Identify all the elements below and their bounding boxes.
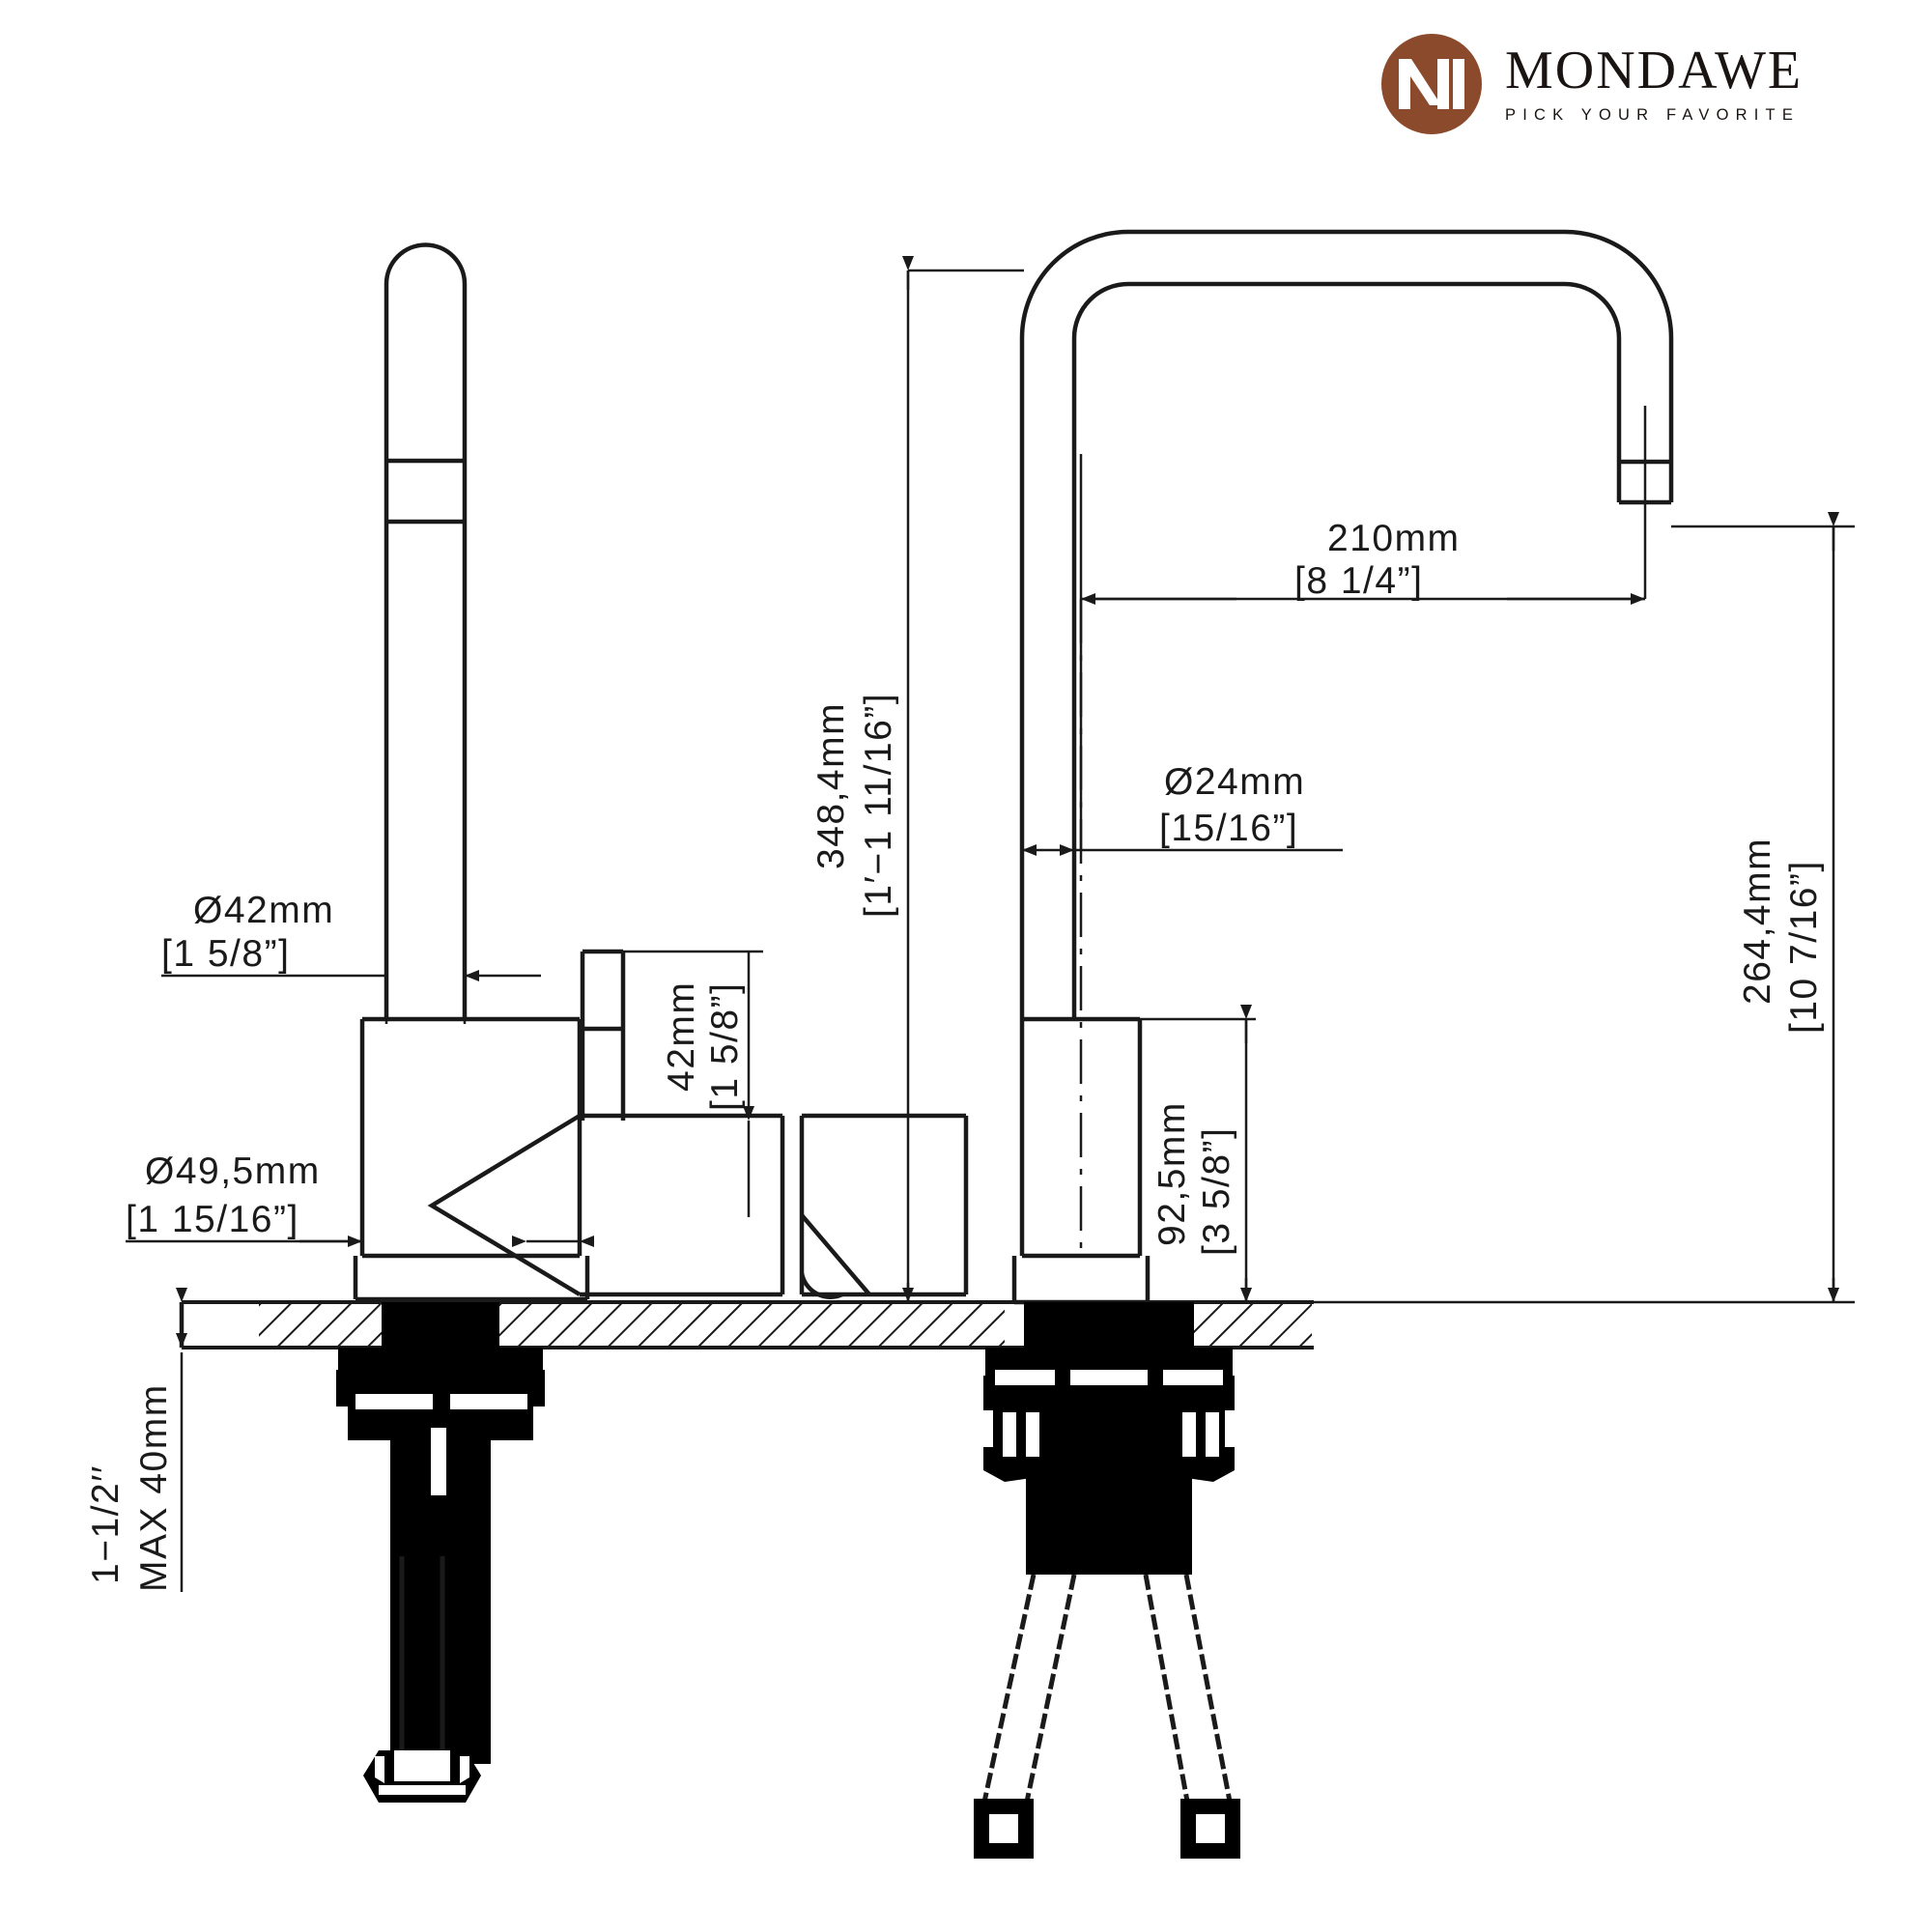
dim-line-spout-reach [1079, 406, 1647, 850]
dim-label-spout-height-metric: 264,4mm [1737, 838, 1778, 1005]
left-view-hex-nut-inner [375, 1750, 469, 1795]
brand-tagline: PICK YOUR FAVORITE [1505, 105, 1801, 124]
dim-label-spout-reach-imperial: [8 1/4”] [1294, 560, 1423, 602]
dim-label-spout-tube-diameter-metric: Ø42mm [193, 890, 334, 931]
dim-label-riser-diameter-imperial: [15/16”] [1159, 808, 1298, 849]
brand-name: MONDAWE [1505, 41, 1804, 101]
dim-line-spout-height [1256, 512, 1855, 1304]
dim-label-max-deck-thickness-metric: 1−1/2′′ [85, 1464, 127, 1584]
left-view-lever-handle [427, 1113, 969, 1299]
dim-line-handle-height [623, 950, 763, 1217]
dim-label-spout-reach-metric: 210mm [1327, 518, 1461, 559]
dim-line-overall-height [902, 256, 1024, 1304]
dim-label-overall-height-metric: 348,4mm [810, 702, 852, 869]
left-view-supply-tube [399, 1556, 445, 1777]
dim-label-riser-diameter-metric: Ø24mm [1164, 761, 1305, 803]
left-view-base-flange [353, 1256, 590, 1302]
dim-label-handle-height-metric: 42mm [661, 981, 702, 1092]
left-view-handle-stem [580, 949, 626, 1121]
left-view-mount-slots [355, 1394, 527, 1495]
dim-line-spout-tube-diameter [161, 942, 541, 1024]
dim-label-spout-tube-diameter-imperial: [1 5/8”] [161, 933, 290, 975]
right-view-spout-outline [1019, 229, 1674, 1019]
dim-line-base-body-height [1140, 1005, 1256, 1304]
left-view-spout-column [384, 242, 468, 1020]
right-view-body-tube [1019, 1016, 1143, 1259]
dim-label-max-deck-thickness-imperial: MAX 40mm [133, 1383, 175, 1592]
right-view-mount-slots [995, 1370, 1223, 1457]
dim-label-body-base-diameter-imperial: [1 15/16”] [126, 1199, 299, 1240]
dim-label-handle-height-imperial: [1 5/8”] [704, 982, 746, 1111]
right-view-hose-fitting-inner [989, 1814, 1225, 1843]
mondawe-m-logo-icon [1381, 34, 1482, 134]
brand-logo: MONDAWE PICK YOUR FAVORITE [1381, 31, 1884, 137]
dim-label-body-base-diameter-metric: Ø49,5mm [145, 1151, 321, 1192]
dim-label-spout-height-imperial: [10 7/16”] [1783, 860, 1825, 1034]
right-view-base-flange [1011, 1256, 1151, 1305]
left-view-body [359, 1016, 582, 1259]
dim-label-base-body-height-imperial: [3 5/8”] [1196, 1127, 1237, 1256]
right-view-supply-hoses [980, 1574, 1234, 1807]
dim-label-overall-height-imperial: [1′−1 11/16”] [858, 693, 899, 918]
dim-label-base-body-height-metric: 92,5mm [1151, 1101, 1193, 1246]
